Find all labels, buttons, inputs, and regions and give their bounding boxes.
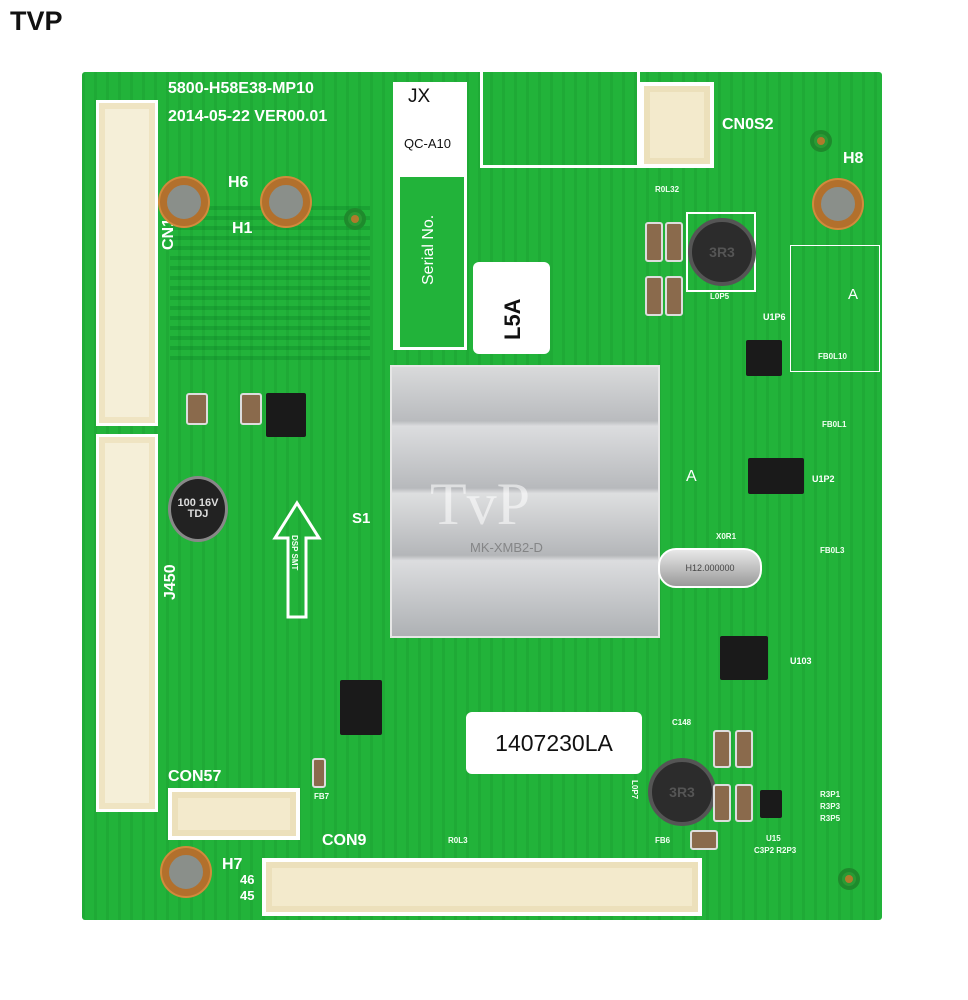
smd-capacitor [735,784,753,822]
connector-con9 [262,858,702,916]
inductor-l0p7: 3R3 [648,758,716,826]
eeprom-u103 [720,636,768,680]
label-c3p2-r2p3: C3P2 R2P3 [754,846,797,855]
connector-cnos2 [640,82,714,168]
crystal-oscillator: H12.000000 [658,548,762,588]
sticker-qc: QC-A10 [404,136,451,151]
label-fb0l10: FB0L10 [818,352,847,361]
ic-chip [266,393,306,437]
connector-con57 [168,788,300,840]
mounting-hole-h7 [162,848,210,896]
mounting-hole-h8 [814,180,862,228]
component-block-a [790,245,880,372]
label-r3p1: R3P1 [820,790,841,799]
label-c148: C148 [672,718,692,727]
label-fb7: FB7 [314,792,330,801]
label-u15: U15 [766,834,781,843]
label-pin45: 45 [240,888,255,903]
connector-outline-top [480,72,640,168]
corner-watermark: TVP [10,6,63,36]
label-h8: H8 [843,150,864,167]
label-u1p6: U1P6 [763,312,786,322]
label-u1p2: U1P2 [812,474,835,484]
board-model: 5800-H58E38-MP10 [168,80,314,97]
label-pin46: 46 [240,872,255,887]
inductor-l0p5: 3R3 [688,218,756,286]
label-h7: H7 [222,856,243,873]
image-watermark: TvP [430,471,531,537]
label-fb6: FB6 [655,836,671,845]
via [838,868,860,890]
smd-capacitor [713,784,731,822]
via [810,130,832,152]
smd-capacitor [735,730,753,768]
label-con57: CON57 [168,768,222,785]
label-l0p5: L0P5 [710,292,730,301]
label-l0p7: L0P7 [630,780,639,800]
smd-capacitor [240,393,262,425]
connector-cn13 [96,100,158,426]
mounting-hole-h6 [160,178,208,226]
arrow-text: DSP SMT [290,535,299,571]
label-r3p3: R3P3 [820,802,841,811]
smd-capacitor [645,222,663,262]
via [344,208,366,230]
label-u103: U103 [790,656,812,666]
label-h6: H6 [228,174,249,191]
regulator-u1p8 [340,680,382,735]
ferrite-fb6 [690,830,718,850]
sticker-jx: JX [408,86,431,107]
smd-capacitor [645,276,663,316]
serial-box [398,175,466,349]
label-r3p5: R3P5 [820,814,841,823]
label-a-2: A [848,286,859,303]
label-x0r1: X0R1 [716,532,737,541]
label-j450: J450 [162,564,179,600]
electrolytic-capacitor: 100 16V TDJ [168,476,228,542]
label-h1: H1 [232,220,253,237]
label-r0l3: R0L3 [448,836,468,845]
serial-sticker: 1407230LA [466,712,642,774]
smd-capacitor [665,222,683,262]
connector-j450 [96,434,158,812]
label-cnos2: CN0S2 [722,116,774,133]
mounting-hole-h1 [262,178,310,226]
label-r0l32: R0L32 [655,185,680,194]
smd-capacitor [186,393,208,425]
heatsink [390,365,660,638]
label-a-1: A [686,468,697,485]
label-fb0l3: FB0L3 [820,546,845,555]
smd-capacitor [665,276,683,316]
label-s1: S1 [352,510,371,527]
sticker-l5a-bg [473,262,550,354]
board-date-version: 2014-05-22 VER00.01 [168,108,328,125]
label-con9: CON9 [322,832,367,849]
pcb-traces [170,200,370,360]
label-fb0l1: FB0L1 [822,420,847,429]
ferrite-fb7 [312,758,326,788]
serial-no-label: Serial No. [420,214,437,285]
direction-arrow-icon [272,500,322,619]
ic-u15 [760,790,782,818]
heatsink-marking: MK-XMB2-D [470,540,543,555]
smd-capacitor [713,730,731,768]
regulator-u1p6 [746,340,782,376]
sticker-l5a: L5A [500,298,525,340]
regulator-u1p2 [748,458,804,494]
